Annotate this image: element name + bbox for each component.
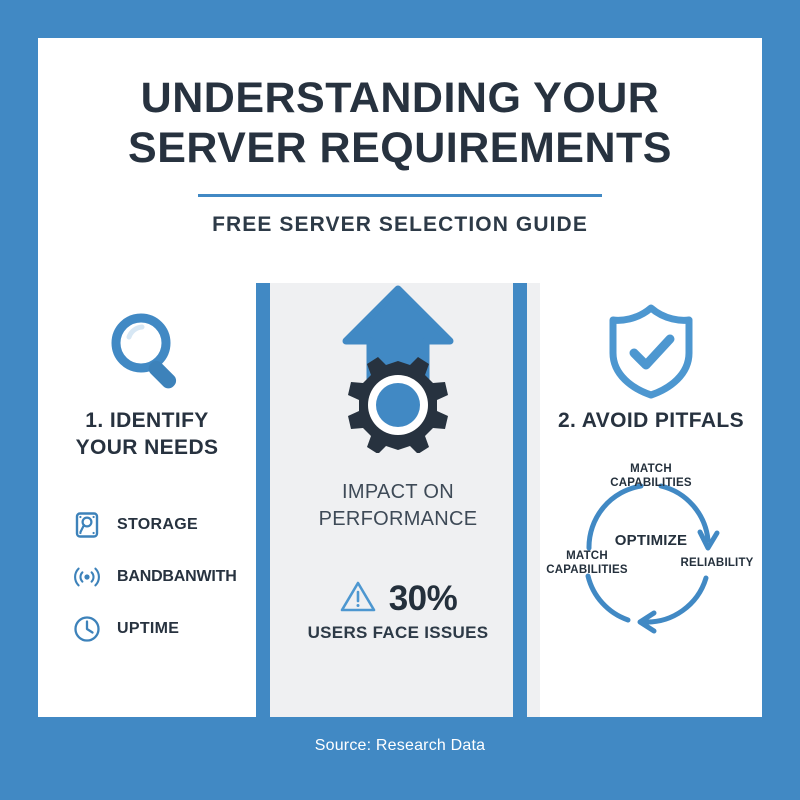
page-title: Understanding Your Server Requirements (38, 38, 762, 173)
cycle-label-right: Reliability (680, 557, 754, 569)
panel-divider-right (513, 283, 527, 717)
cycle-label-left: Match Capabilities (542, 549, 632, 577)
shield-check-icon (540, 283, 762, 407)
optimize-cycle-diagram: Match Capabilities Optimize Reliability … (540, 456, 762, 656)
stat-value: 30% (388, 579, 458, 618)
content-card: Understanding Your Server Requirements F… (38, 38, 762, 717)
page-subtitle: Free Server Selection Guide (212, 213, 588, 236)
signal-waves-icon (70, 560, 104, 594)
list-item-label: Uptime (117, 620, 180, 637)
hard-drive-icon (70, 508, 104, 542)
list-item-label: BANDBANWITH (117, 568, 237, 585)
cycle-label-center: Optimize (614, 532, 688, 549)
middle-caption: Impact On Performance (270, 479, 526, 533)
list-item-label: Storage (117, 516, 198, 533)
right-column-heading: 2. Avoid Pitfals (557, 409, 745, 432)
panel-identify-needs (38, 283, 256, 717)
right-column-content: 2. Avoid Pitfals (540, 283, 762, 656)
header: Understanding Your Server Requirements F… (38, 38, 762, 237)
stat-note: Users Face Issues (307, 623, 489, 642)
list-item: Uptime (70, 603, 256, 655)
clock-icon (70, 612, 104, 646)
title-divider (198, 194, 602, 197)
magnifier-icon (38, 283, 256, 407)
arrow-up-gear-icon (270, 283, 526, 453)
middle-column-content: Impact On Performance 30% Users Face Iss… (270, 283, 526, 643)
cycle-label-top: Match Capabilities (596, 462, 706, 490)
left-column-content: 1. Identify Your Needs (38, 283, 256, 655)
list-item: Storage (70, 499, 256, 551)
title-line-1: Understanding Your (140, 74, 660, 122)
list-item: BANDBANWITH (70, 551, 256, 603)
middle-caption-line-2: Performance (318, 508, 478, 530)
cycle-left-line-2: Capabilities (546, 564, 628, 576)
title-line-2: Server Requirements (128, 124, 672, 172)
warning-triangle-icon (339, 579, 377, 619)
cycle-top-line-1: Match (630, 463, 672, 475)
left-heading-line-1: 1. Identify (85, 409, 209, 432)
left-column-heading: 1. Identify Your Needs (38, 407, 256, 461)
middle-caption-line-1: Impact On (342, 481, 454, 503)
source-footer: Source: Research Data (314, 737, 486, 754)
stat-row: 30% (270, 579, 526, 619)
cycle-left-line-1: Match (566, 550, 608, 562)
columns-region: 1. Identify Your Needs (38, 283, 762, 717)
panel-divider-left (256, 283, 270, 717)
left-heading-line-2: Your Needs (75, 436, 219, 459)
cycle-top-line-2: Capabilities (610, 477, 692, 489)
needs-list: Storage BANDBANWITH (38, 499, 256, 655)
